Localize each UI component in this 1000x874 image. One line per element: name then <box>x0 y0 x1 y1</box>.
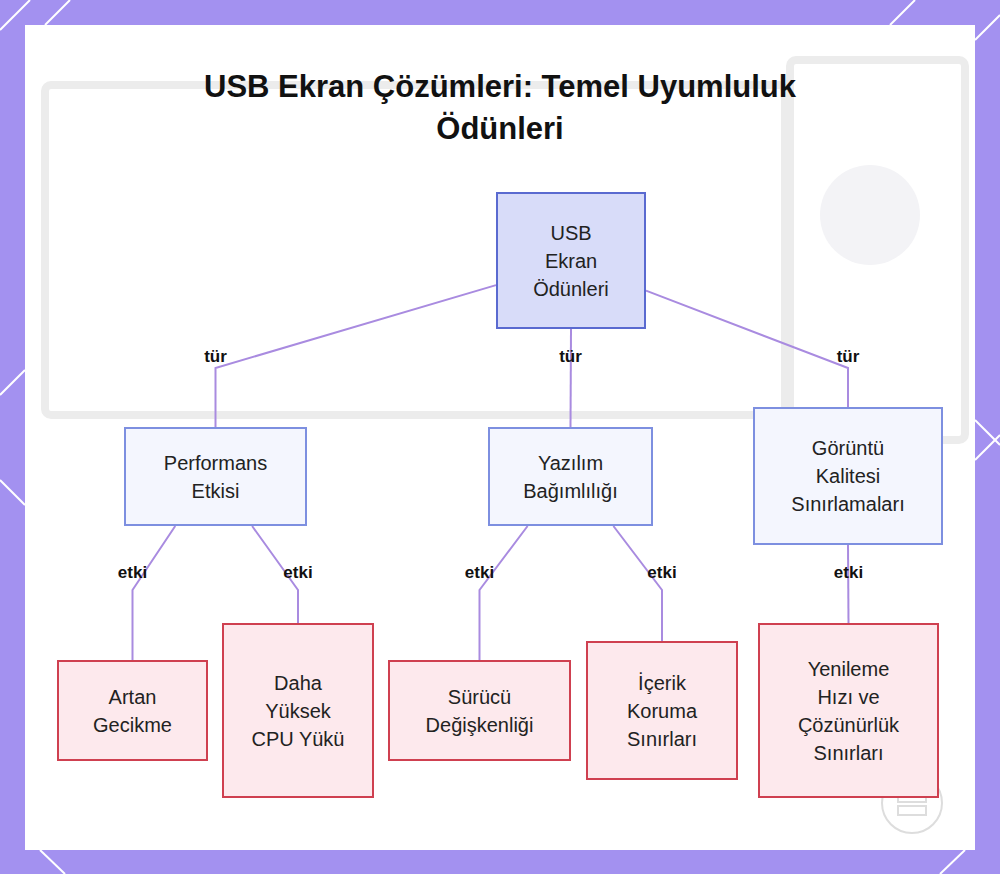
canvas-panel <box>25 25 975 850</box>
corner-line <box>0 370 25 395</box>
category-box: Performans Etkisi <box>124 427 307 526</box>
edge-label: etki <box>283 563 312 583</box>
edge-label: etki <box>118 563 147 583</box>
corner-line <box>40 850 65 874</box>
corner-line <box>45 0 70 25</box>
node-label: Performans Etkisi <box>151 449 281 505</box>
effect-box: Sürücü Değişkenliği <box>388 660 571 761</box>
edge-label: tür <box>559 347 582 367</box>
category-box: Yazılım Bağımlılığı <box>488 427 653 526</box>
corner-line <box>890 0 915 25</box>
edge-label: etki <box>465 563 494 583</box>
effect-box: Yenileme Hızı ve Çözünürlük Sınırları <box>758 623 939 798</box>
edge-label: etki <box>834 563 863 583</box>
connector-line <box>480 526 528 660</box>
diagram-title: USB Ekran Çözümleri: Temel Uyumluluk Ödü… <box>160 66 840 150</box>
corner-line <box>975 15 1000 40</box>
node-label: İçerik Koruma Sınırları <box>612 669 712 753</box>
connector-line <box>847 545 850 623</box>
corner-line <box>975 420 1000 445</box>
node-label: Yenileme Hızı ve Çözünürlük Sınırları <box>793 655 905 767</box>
blurred-monitor <box>45 60 965 440</box>
connector-line <box>133 526 176 660</box>
corner-line <box>975 435 1000 460</box>
connector-line <box>646 291 848 407</box>
effect-box: Artan Gecikme <box>57 660 208 761</box>
node-label: USB Ekran Ödünleri <box>525 219 617 303</box>
logo-mark <box>898 806 926 815</box>
connector-line <box>570 329 573 427</box>
node-label: Artan Gecikme <box>83 683 183 739</box>
connector-line <box>613 526 662 641</box>
edge-label: tür <box>837 347 860 367</box>
node-label: Daha Yüksek CPU Yükü <box>248 669 348 753</box>
monitor-outline <box>790 60 965 440</box>
effect-box: İçerik Koruma Sınırları <box>586 641 738 780</box>
connector-line <box>216 285 497 427</box>
node-label: Yazılım Bağımlılığı <box>501 449 641 505</box>
node-label: Görüntü Kalitesi Sınırlamaları <box>778 434 918 518</box>
edge-label: tür <box>204 347 227 367</box>
node-label: Sürücü Değişkenliği <box>410 683 550 739</box>
corner-line <box>940 850 965 874</box>
effect-box: Daha Yüksek CPU Yükü <box>222 623 374 798</box>
blurred-circle <box>820 165 920 265</box>
category-box: Görüntü Kalitesi Sınırlamaları <box>753 407 943 545</box>
corner-line <box>0 480 25 505</box>
edge-label: etki <box>647 563 676 583</box>
root-box: USB Ekran Ödünleri <box>496 192 646 329</box>
monitor-outline <box>45 85 785 415</box>
corner-line <box>0 0 30 30</box>
